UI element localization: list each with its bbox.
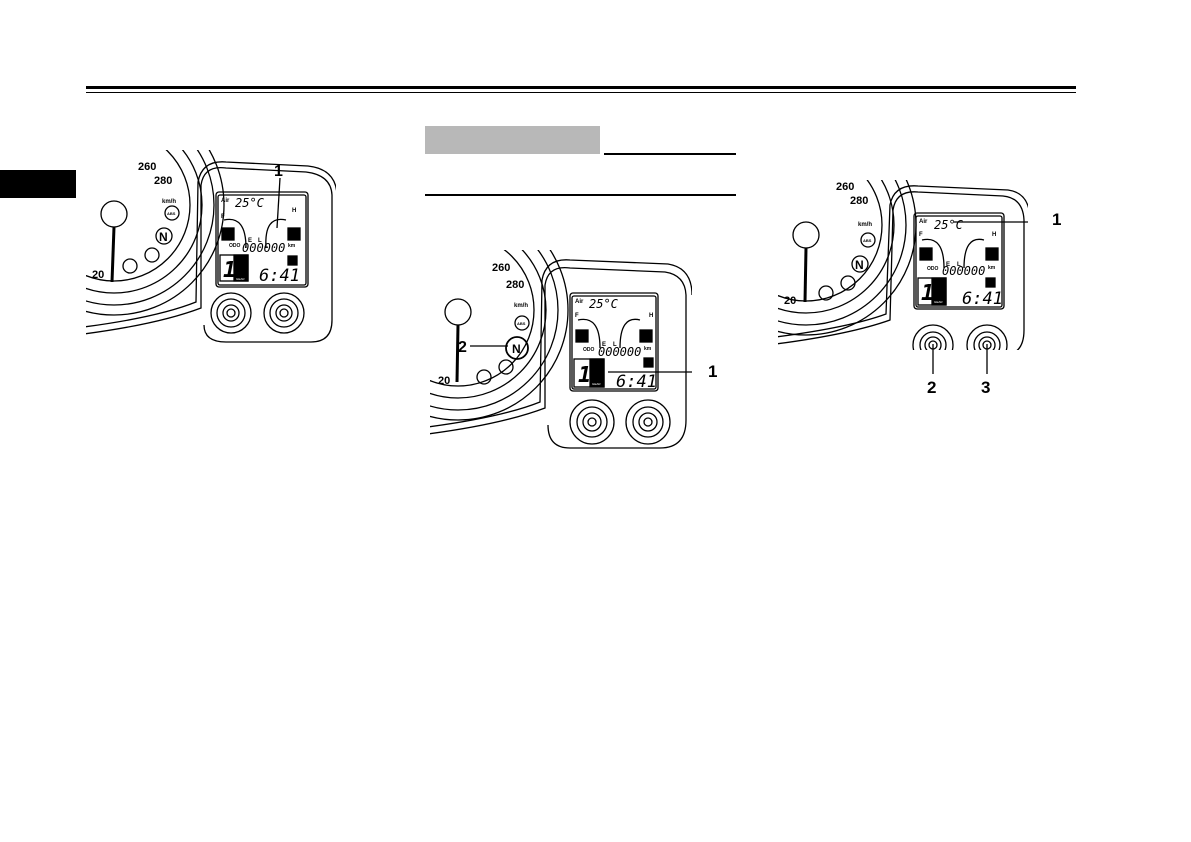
abs-icon: ABS bbox=[863, 238, 872, 243]
lcd-temp-h: H bbox=[992, 232, 996, 238]
abs-icon: ABS bbox=[167, 211, 176, 216]
lcd-gear: 1 bbox=[223, 258, 236, 283]
lcd-odo-value: 000000 bbox=[942, 264, 985, 278]
lcd-odo-unit: km bbox=[988, 265, 996, 271]
lcd-temp: 25°C bbox=[589, 297, 619, 311]
lcd-temp-h: H bbox=[292, 208, 296, 214]
callout-leaders-fig3 bbox=[932, 344, 988, 374]
neutral-icon: N bbox=[512, 342, 521, 356]
speed-tick-20: 20 bbox=[92, 269, 104, 281]
callout-2: 2 bbox=[458, 339, 467, 356]
neutral-icon: N bbox=[855, 258, 864, 272]
lcd-temp: 25°C bbox=[235, 196, 265, 210]
lcd-temp-l: L bbox=[258, 238, 262, 244]
speed-unit: km/h bbox=[858, 222, 872, 228]
callout-1-fig2: 1 bbox=[708, 362, 718, 381]
speed-tick-20: 20 bbox=[784, 295, 796, 307]
lcd-fuel-f: F bbox=[575, 313, 579, 319]
lcd-clock: 6:41 bbox=[962, 289, 1003, 309]
lcd-air-label: Air bbox=[221, 198, 230, 204]
lcd-odo-label: ODO bbox=[927, 266, 939, 272]
callout-1-fig3: 1 bbox=[1052, 210, 1062, 229]
speed-tick-280: 280 bbox=[850, 195, 868, 207]
lcd-odo-value: 000000 bbox=[242, 241, 285, 255]
lcd-odo-value: 000000 bbox=[598, 345, 641, 359]
speed-tick-260: 260 bbox=[138, 161, 156, 173]
callout-3-fig3: 3 bbox=[981, 378, 991, 397]
lcd-fuel-e: E bbox=[946, 262, 950, 268]
speed-tick-260: 260 bbox=[836, 181, 854, 193]
lcd-temp-h: H bbox=[649, 313, 653, 319]
callout-1: 1 bbox=[274, 163, 283, 180]
lcd-fuel-f: F bbox=[919, 232, 923, 238]
speed-tick-260: 260 bbox=[492, 262, 510, 274]
instrument-figure-3: 260 280 20 km/h ABS N Air 25°C F H E L O… bbox=[778, 180, 1028, 350]
speed-unit: km/h bbox=[162, 199, 176, 205]
lcd-gear-label: GEAR bbox=[934, 300, 943, 304]
section-tab bbox=[0, 170, 76, 198]
lcd-fuel-e: E bbox=[602, 342, 606, 348]
lcd-odo-label: ODO bbox=[229, 243, 241, 249]
lcd-temp-l: L bbox=[613, 342, 617, 348]
lcd-temp-l: L bbox=[957, 262, 961, 268]
lcd-gear-label: GEAR bbox=[236, 277, 245, 281]
lcd-odo-unit: km bbox=[644, 346, 652, 352]
speed-tick-280: 280 bbox=[506, 279, 524, 291]
lcd-gear: 1 bbox=[921, 281, 934, 306]
lcd-gear-label: GEAR bbox=[592, 382, 601, 386]
lcd-odo-label: ODO bbox=[583, 347, 595, 353]
lcd-odo-unit: km bbox=[288, 243, 296, 249]
instrument-figure-1: 260 280 20 km/h ABS N 1 Air 25°C F H E L… bbox=[86, 150, 336, 343]
lcd-air-label: Air bbox=[919, 219, 928, 225]
heading-rule-short bbox=[604, 153, 736, 155]
abs-icon: ABS bbox=[517, 321, 526, 326]
header-rule-thin bbox=[86, 92, 1076, 93]
speed-tick-280: 280 bbox=[154, 175, 172, 187]
lcd-temp: 25°C bbox=[934, 218, 964, 232]
lcd-clock: 6:41 bbox=[259, 266, 300, 286]
lcd-fuel-e: E bbox=[248, 238, 252, 244]
heading-rule-long bbox=[425, 194, 736, 196]
header-rule bbox=[86, 86, 1076, 89]
lcd-gear: 1 bbox=[578, 363, 591, 388]
lcd-fuel-f: F bbox=[221, 214, 225, 220]
speed-unit: km/h bbox=[514, 303, 528, 309]
speed-tick-20: 20 bbox=[438, 375, 450, 387]
neutral-icon: N bbox=[159, 230, 168, 244]
lcd-air-label: Air bbox=[575, 299, 584, 305]
lcd-clock: 6:41 bbox=[616, 372, 657, 392]
heading-box bbox=[425, 126, 600, 154]
callout-2-fig3: 2 bbox=[927, 378, 937, 397]
instrument-figure-2: 260 280 20 km/h ABS N 2 Air 25°C F H E L… bbox=[430, 250, 692, 449]
